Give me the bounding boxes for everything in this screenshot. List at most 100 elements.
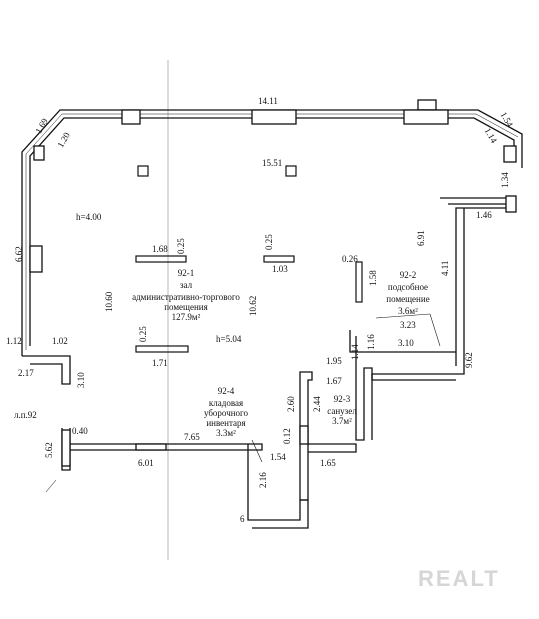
- window-left-diag: [33, 145, 45, 161]
- room-hall-line1: зал: [180, 280, 193, 290]
- room-hall-label: 92-1 зал административно-торгового помещ…: [132, 268, 240, 322]
- dim-store-step: 1.54: [270, 452, 286, 462]
- dim-stair-label: л.п.92: [14, 410, 37, 420]
- room-hall-line2: административно-торгового: [132, 292, 240, 302]
- store-leader: [251, 439, 263, 463]
- room-bath-label: 92-3 санузел 3.7м²: [327, 394, 357, 426]
- bottom-right-wall: [247, 444, 309, 529]
- right-recess-wall: [440, 197, 515, 366]
- dim-hall-depth-mid: 10.62: [248, 296, 258, 316]
- left-lower-window: [61, 429, 71, 467]
- exterior-wall-inner: [29, 117, 515, 346]
- aux-leader-2: [429, 313, 441, 347]
- window-left-1: [29, 245, 43, 273]
- room-hall-line3: помещения: [164, 302, 208, 312]
- dim-bottom-edge: 6: [240, 514, 245, 524]
- dim-aux-width-b: 3.10: [398, 338, 414, 348]
- dim-bottom-depth: 2.16: [258, 472, 268, 488]
- aux-room-wall: [349, 330, 456, 353]
- dim-aux-width-a: 3.23: [400, 320, 416, 330]
- dimension-labels: 14.11 1.69 1.20 1.54 1.14 15.51 1.34 1.4…: [6, 96, 515, 524]
- room-aux-number: 92-2: [400, 270, 417, 280]
- dim-bath-bottom: 1.65: [320, 458, 336, 468]
- dim-aux-stub: 1.14: [350, 344, 360, 360]
- dim-left-diag-inner: 1.20: [55, 130, 72, 149]
- room-bath-line1: санузел: [327, 406, 357, 416]
- column-4: [135, 345, 189, 353]
- storage-window: [135, 443, 167, 451]
- window-right-diag: [503, 145, 517, 163]
- column-1: [135, 255, 187, 263]
- dim-col4-h: 0.25: [138, 326, 148, 342]
- dim-stair-h: 5.62: [44, 442, 54, 458]
- columns: [135, 165, 363, 353]
- room-hall-area: 127.9м²: [172, 312, 201, 322]
- dim-right-depth: 6.91: [416, 230, 426, 246]
- dim-right-stub: 1.34: [500, 172, 510, 188]
- dim-bath-w: 1.67: [326, 376, 342, 386]
- column-3: [355, 261, 363, 303]
- room-bath-number: 92-3: [334, 394, 351, 404]
- dim-bath-h: 2.44: [312, 396, 322, 412]
- wall-notch-top: [417, 99, 437, 111]
- dim-col1-w: 1.68: [152, 244, 168, 254]
- dim-right-recess: 1.46: [476, 210, 492, 220]
- dim-left-diag-outer: 1.69: [33, 116, 50, 135]
- bathroom-door: [299, 425, 309, 445]
- room-store-area: 3.3м²: [216, 428, 236, 438]
- dim-left-wall: 6.62: [14, 246, 24, 262]
- room-store-line1: кладовая: [209, 398, 243, 408]
- dim-left-step-c: 2.17: [18, 368, 34, 378]
- room-aux-line1: подсобное: [388, 282, 428, 292]
- dim-left-step-a: 1.12: [6, 336, 22, 346]
- room-hall-number: 92-1: [178, 268, 195, 278]
- column-small-1: [137, 165, 149, 177]
- dim-stair-w: 0.40: [72, 426, 88, 436]
- dim-col1-h: 0.25: [176, 238, 186, 254]
- dim-col2-w: 1.03: [272, 264, 288, 274]
- dim-col4-w: 1.71: [152, 358, 168, 368]
- watermark: REALT: [418, 566, 500, 591]
- room-store-number: 92-4: [218, 386, 235, 396]
- window-top-1: [121, 109, 141, 125]
- exterior-wall-mid: [25, 113, 519, 350]
- room-aux-line2: помещение: [386, 294, 429, 304]
- dim-right-diag-inner: 1.14: [483, 126, 500, 145]
- dim-right-diag-outer: 1.54: [499, 110, 516, 129]
- exterior-wall-outer: [21, 109, 523, 356]
- column-small-2: [285, 165, 297, 177]
- left-step-wall: [22, 355, 71, 385]
- watermark-text: REALT: [418, 566, 500, 591]
- room-aux-label: 92-2 подсобное помещение 3.6м²: [386, 270, 429, 316]
- room-bath-area: 3.7м²: [332, 416, 352, 426]
- dim-top-wall: 14.11: [258, 96, 278, 106]
- dim-store-h: 2.60: [286, 396, 296, 412]
- window-top-3: [403, 109, 449, 125]
- dim-height-main: h=4.00: [76, 212, 102, 222]
- window-top-2: [251, 109, 297, 125]
- dim-right-inner-depth: 4.11: [440, 261, 450, 276]
- dim-store-gap: 0.12: [282, 428, 292, 444]
- dim-inner-top: 15.51: [262, 158, 282, 168]
- room-store-line3: инвентаря: [206, 418, 245, 428]
- dim-aux-depth: 1.16: [366, 334, 376, 350]
- dim-left-step-d: 3.10: [76, 372, 86, 388]
- dim-store-w: 7.65: [184, 432, 200, 442]
- dim-left-step-b: 1.02: [52, 336, 68, 346]
- dim-bottom-wall: 6.01: [138, 458, 154, 468]
- dim-hall-depth-left: 10.60: [104, 291, 114, 312]
- dim-col3-h: 1.58: [368, 270, 378, 286]
- dim-col3-w: 0.26: [342, 254, 358, 264]
- walls: [21, 99, 523, 529]
- right-recess-window: [505, 195, 517, 213]
- column-2: [263, 255, 295, 263]
- dim-height-low: h=5.04: [216, 334, 242, 344]
- room-store-line2: уборочного: [204, 408, 249, 418]
- aux-leader: [375, 313, 431, 319]
- leader-line-bottom-left: [45, 479, 57, 493]
- dim-bath-top: 1.95: [326, 356, 342, 366]
- bathroom-lower-wall: [308, 443, 357, 453]
- room-aux-area: 3.6м²: [398, 306, 418, 316]
- bathroom-wall: [355, 352, 373, 441]
